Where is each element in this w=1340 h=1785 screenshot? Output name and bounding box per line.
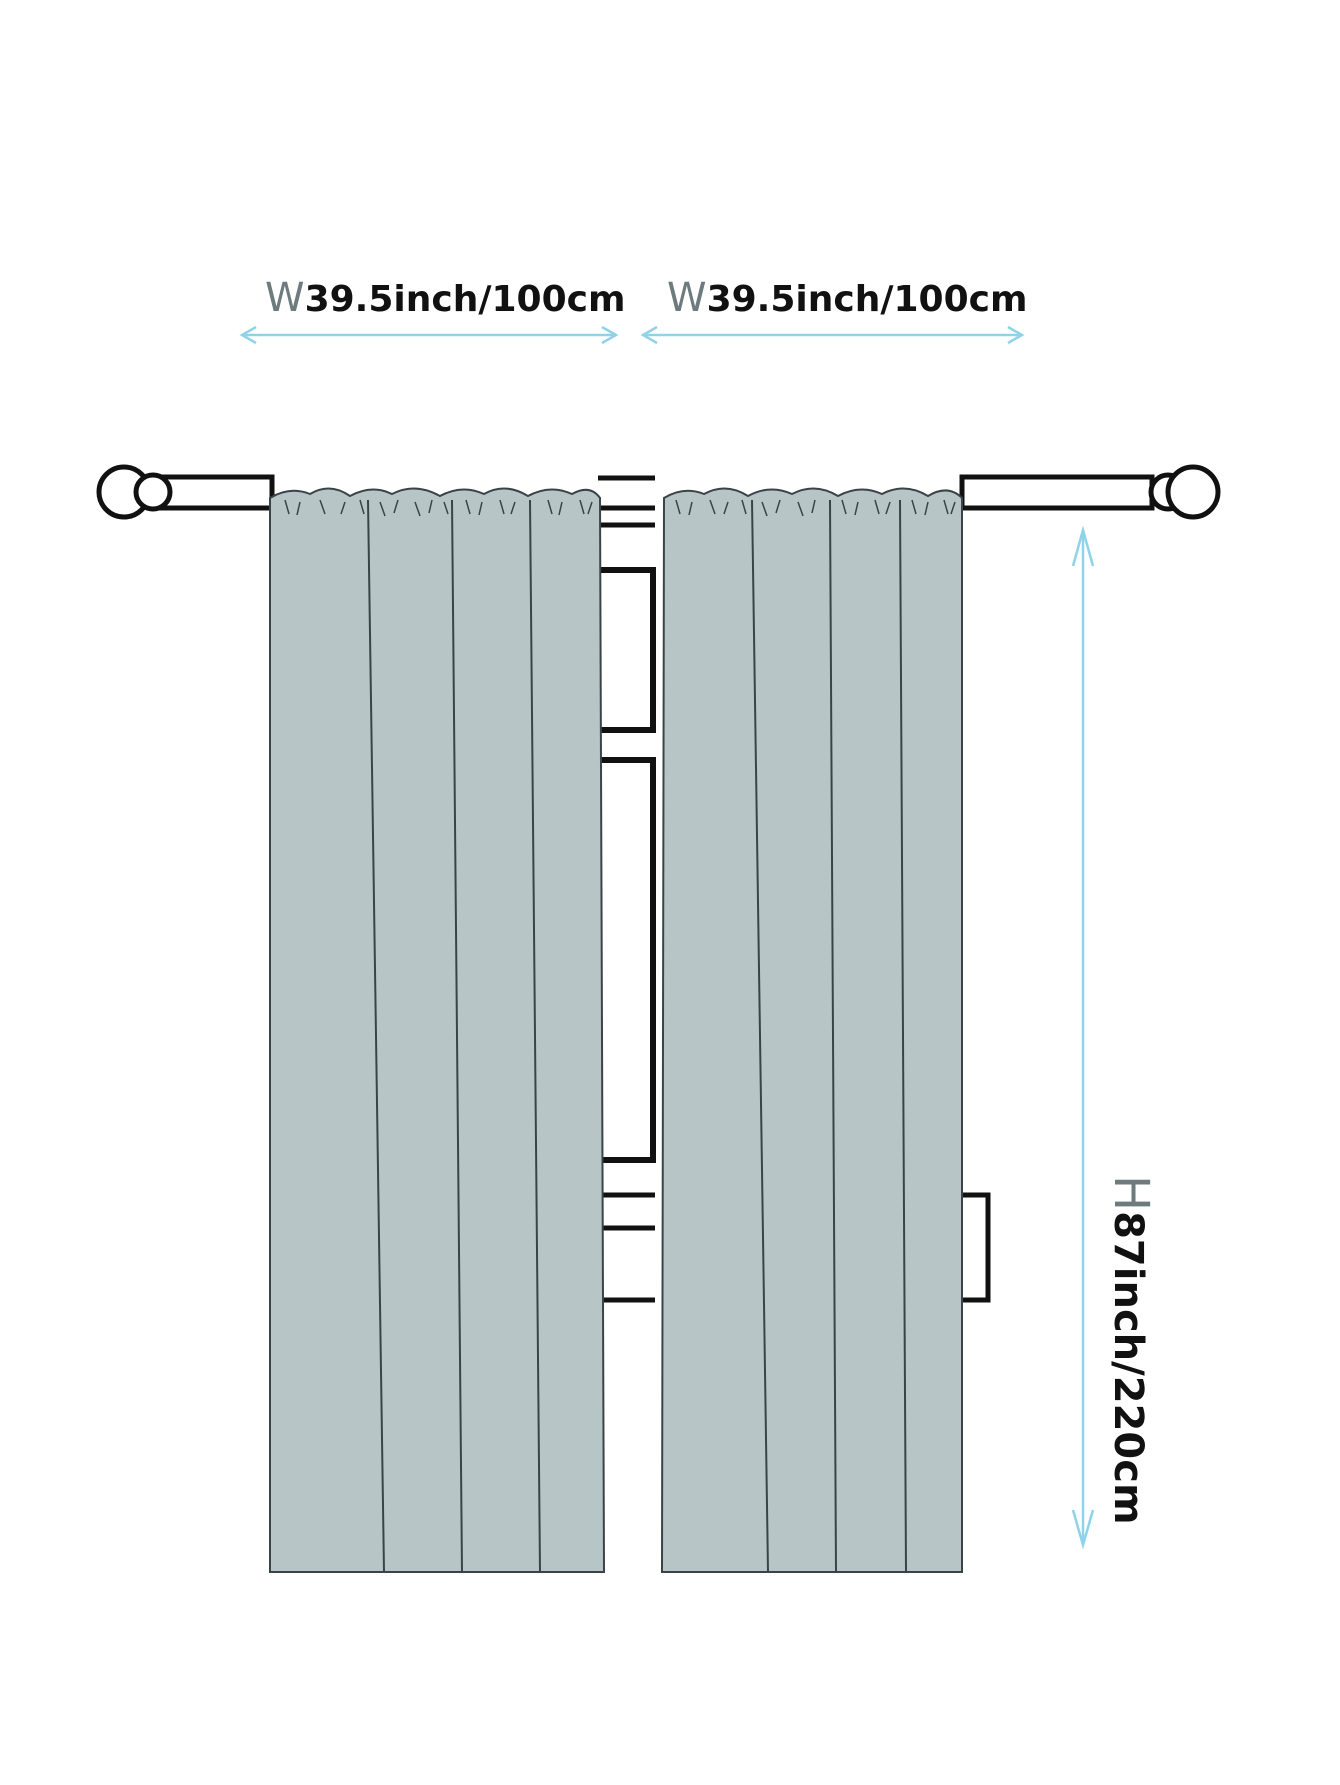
- curtain-panel-left: [269, 487, 606, 1573]
- height-value: 87inch/220cm: [1105, 1211, 1151, 1525]
- width-value: 39.5inch/100cm: [706, 279, 1028, 320]
- width-arrow-right: [640, 325, 1025, 345]
- height-letter: H: [1103, 1175, 1159, 1212]
- curtain-panel-right: [660, 487, 963, 1573]
- width-letter: W: [667, 275, 707, 321]
- height-label: H87inch/220cm: [1095, 1175, 1159, 1535]
- width-label-right: W39.5inch/100cm: [667, 278, 1027, 318]
- width-value: 39.5inch/100cm: [304, 279, 626, 320]
- curtain-rod-icon: [96, 464, 1221, 520]
- width-arrow-left: [239, 325, 619, 345]
- height-arrow: [1071, 525, 1095, 1550]
- width-label-left: W39.5inch/100cm: [265, 278, 625, 318]
- finial-icon-right: [1148, 464, 1221, 520]
- finial-icon-left: [96, 464, 173, 520]
- width-letter: W: [265, 275, 305, 321]
